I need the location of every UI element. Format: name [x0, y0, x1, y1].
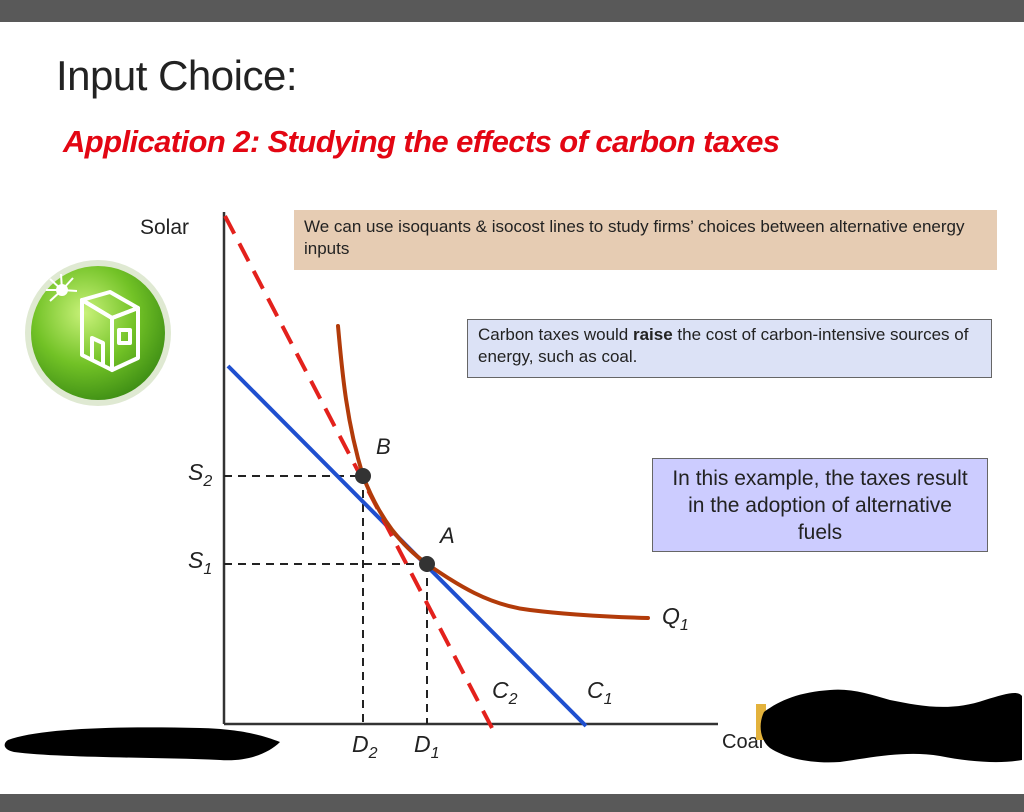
isocost-c1-label: C1	[587, 677, 613, 708]
redaction-scribble-left	[4, 727, 280, 761]
callout-carbon-tax-note: Carbon taxes would raise the cost of car…	[467, 319, 992, 378]
point-a	[419, 556, 435, 572]
point-a-label: A	[438, 523, 455, 548]
tick-label-s2: S2	[188, 459, 212, 490]
slide-subtitle: Application 2: Studying the effects of c…	[63, 124, 780, 159]
bottom-bar	[0, 794, 1024, 812]
isocost-c2-label: C2	[492, 677, 518, 708]
redaction-scribble-right	[760, 689, 1022, 763]
isoquant-q1-label: Q1	[662, 603, 689, 634]
x-axis-label: Coal	[722, 731, 763, 753]
tick-label-s1: S1	[188, 547, 212, 578]
tick-label-d1: D1	[414, 731, 440, 762]
top-bar	[0, 0, 1024, 22]
point-b-label: B	[376, 434, 391, 459]
y-axis-label: Solar	[140, 216, 189, 239]
slide-title: Input Choice:	[56, 52, 298, 99]
green-house-sun-icon	[25, 260, 171, 406]
point-b	[355, 468, 371, 484]
callout-isoquant-note: We can use isoquants & isocost lines to …	[294, 210, 997, 270]
tick-label-d2: D2	[352, 731, 378, 762]
callout-result-note: In this example, the taxes result in the…	[652, 458, 988, 552]
